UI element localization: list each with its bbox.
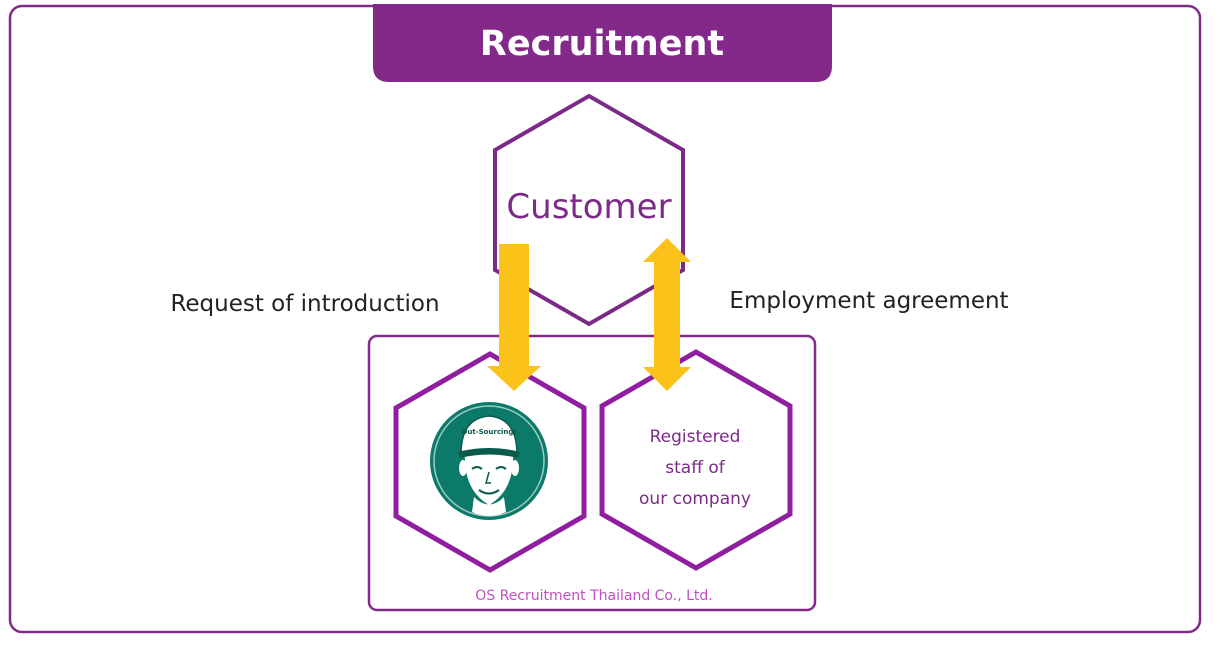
request-arrow [487, 244, 541, 391]
customer-hexagon [493, 93, 685, 327]
agreement-double-arrow [643, 238, 691, 391]
title-tab [373, 4, 832, 82]
company-caption: OS Recruitment Thailand Co., Ltd. [475, 588, 712, 604]
out-sourcing-mascot-logo: Out-Sourcing! [430, 402, 548, 520]
request-label: Request of introduction [170, 291, 439, 317]
agreement-label: Employment agreement [729, 288, 1008, 314]
staff-label-line-3: our company [639, 489, 751, 509]
diagram-title: Recruitment [480, 24, 724, 64]
staff-label-line-1: Registered [650, 427, 741, 447]
customer-label: Customer [506, 187, 671, 227]
staff-label-line-2: staff of [665, 458, 725, 478]
staff-hexagon [599, 349, 793, 571]
logo-cap-text: Out-Sourcing! [461, 428, 516, 436]
